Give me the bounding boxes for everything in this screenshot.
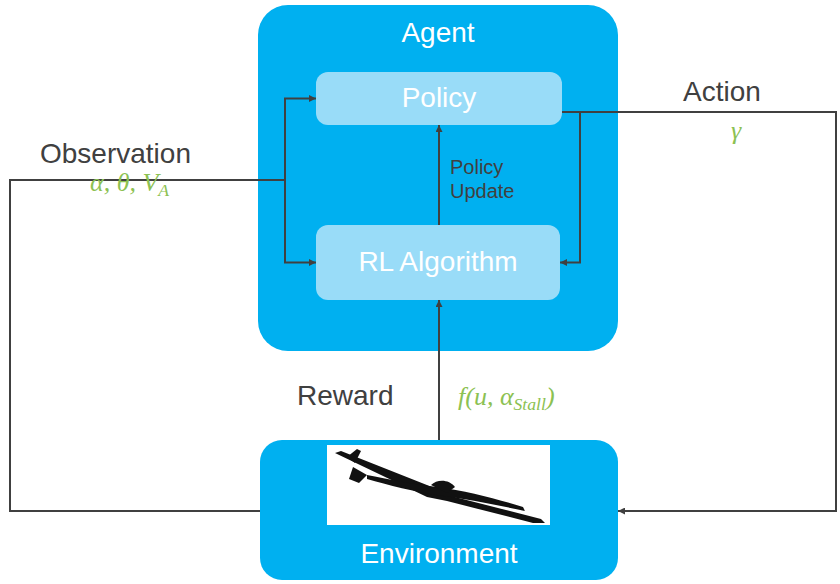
signal-name: Action <box>683 76 761 108</box>
connector-arrow <box>10 180 316 511</box>
connector-arrow <box>10 99 316 512</box>
label-text: Reward <box>297 380 393 411</box>
label-text: Observation <box>40 138 191 169</box>
label-text: Stall <box>514 394 546 414</box>
signal-symbol: γ <box>731 116 741 146</box>
node-label: Policy <box>316 82 562 114</box>
label-text: Policy Update <box>450 156 515 202</box>
signal-name: Reward <box>297 380 393 412</box>
label-text: Action <box>683 76 761 107</box>
node-label: RL Algorithm <box>316 246 560 278</box>
connector-arrow <box>562 112 836 511</box>
label-text: A <box>158 180 169 200</box>
environment-box: Environment <box>260 440 618 580</box>
node-label: Environment <box>260 538 618 570</box>
arrow-label: Policy Update <box>450 155 545 203</box>
connector-arrow <box>438 300 440 440</box>
label-text: γ <box>731 116 741 145</box>
connector-arrow <box>560 112 580 263</box>
label-text: α, θ, V <box>90 168 158 197</box>
signal-name: Observation <box>40 138 191 170</box>
label-text: ) <box>546 382 555 411</box>
signal-symbols: α, θ, VA <box>90 168 169 201</box>
node-label: Agent <box>258 17 618 49</box>
reward-function: f(u, αStall) <box>458 382 555 415</box>
connector-arrow <box>438 125 440 225</box>
glider-illustration <box>327 445 550 525</box>
label-text: f(u, α <box>458 382 514 411</box>
rl-algorithm-box: RL Algorithm <box>316 225 560 300</box>
policy-box: Policy <box>316 72 562 125</box>
